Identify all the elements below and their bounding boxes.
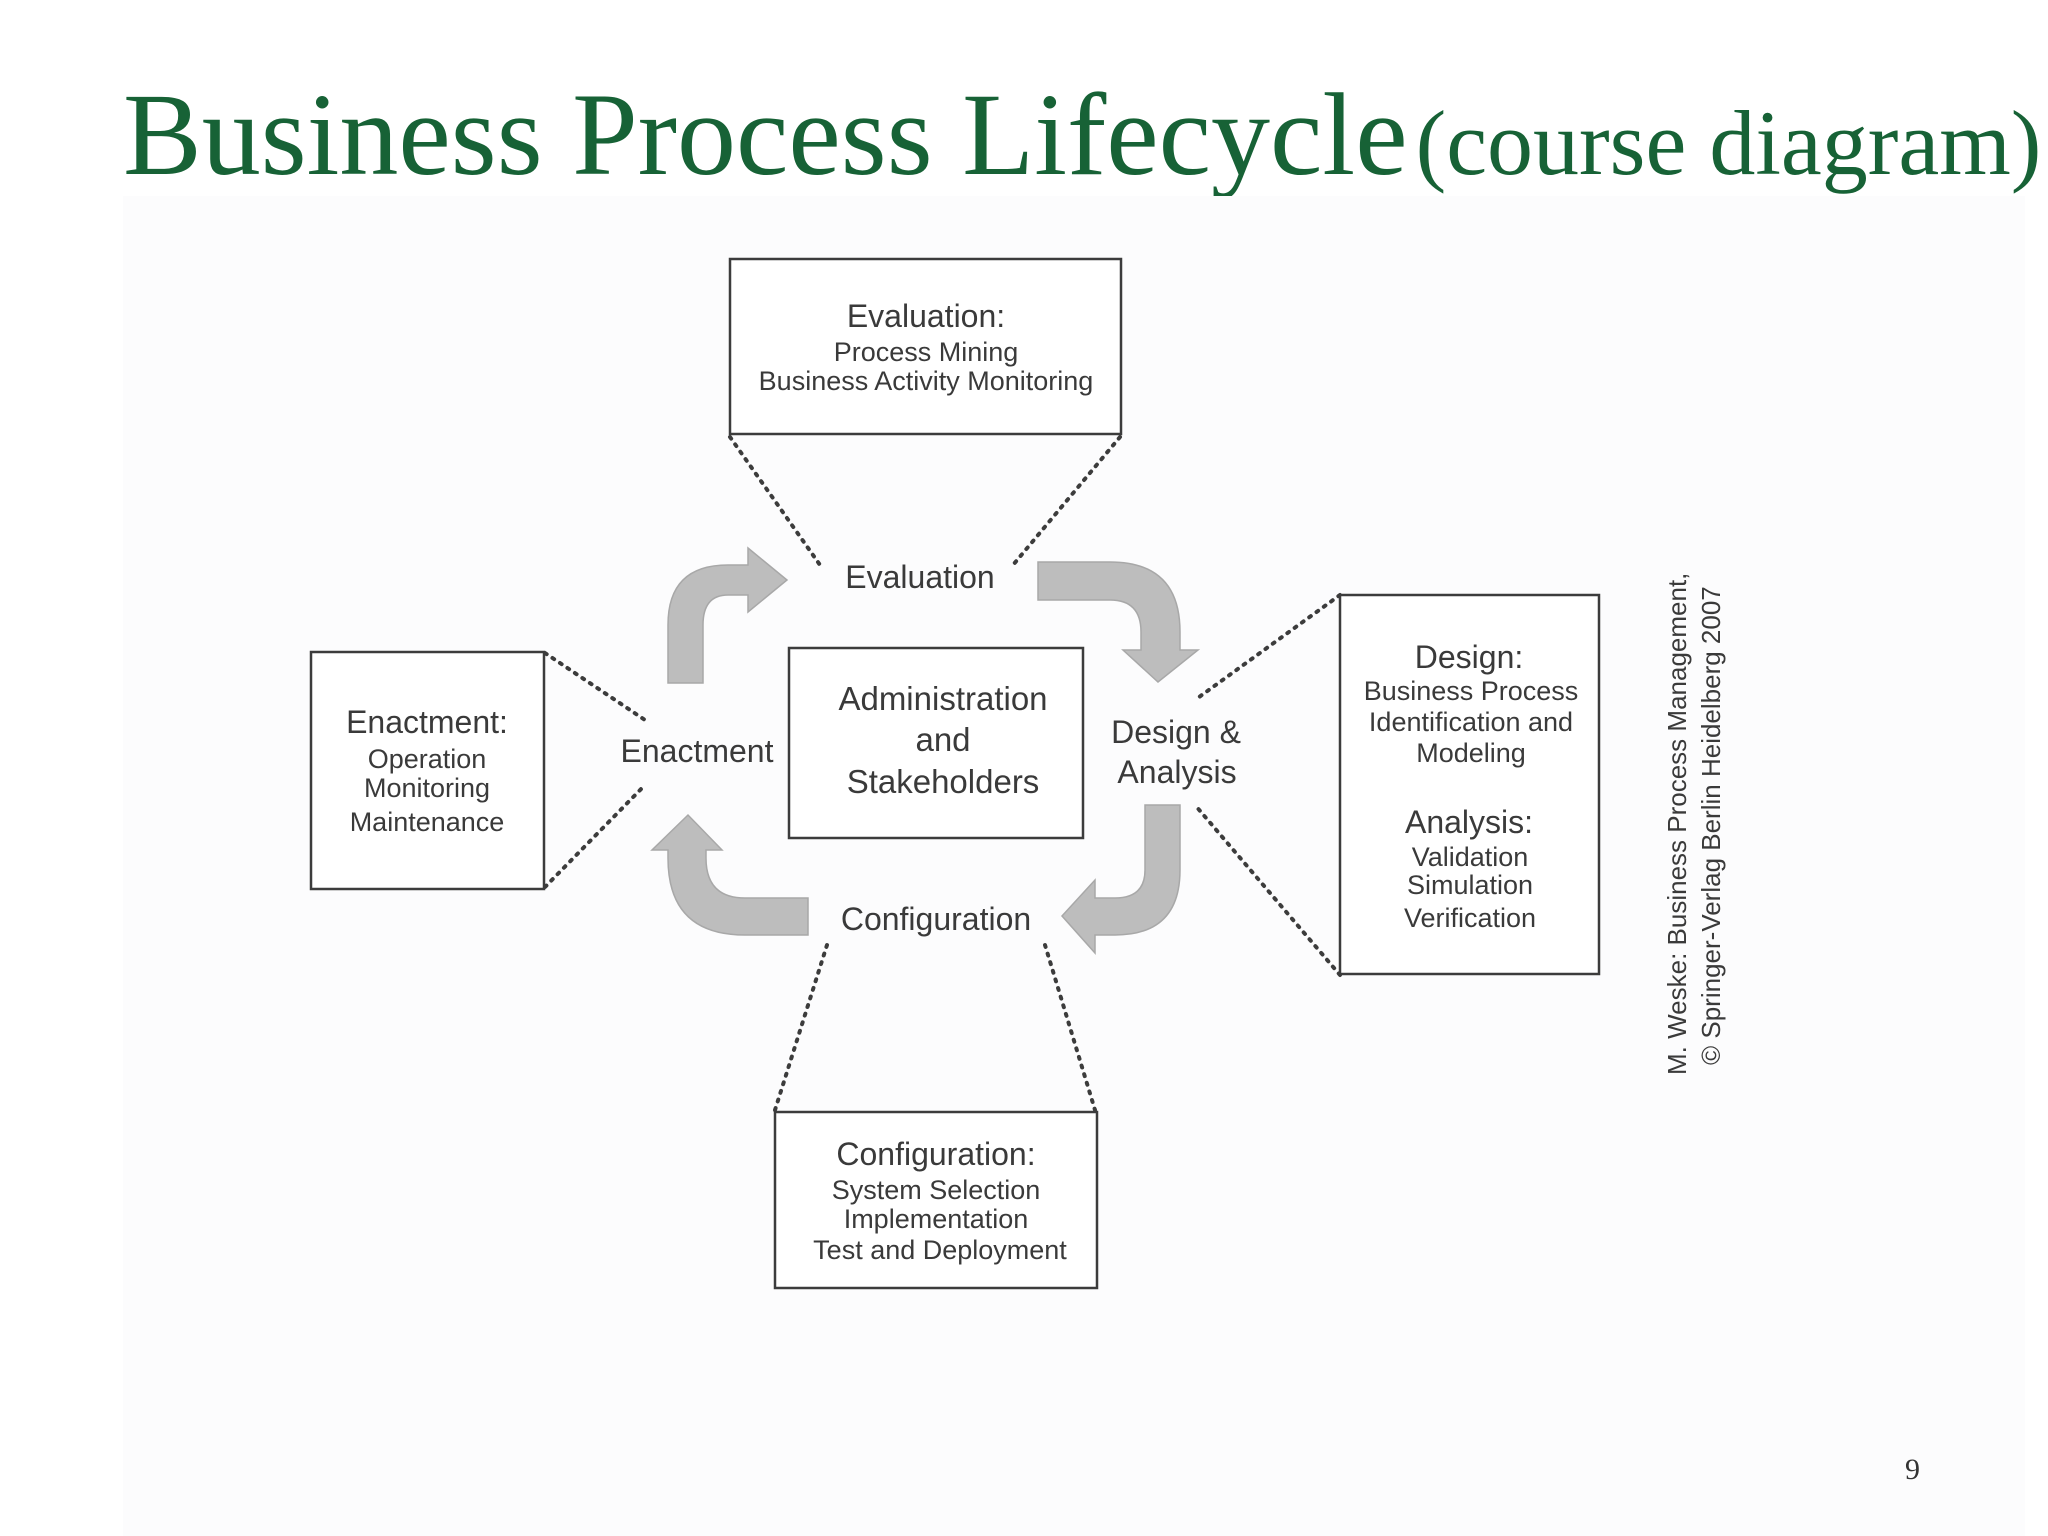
page-number: 9 (1905, 1453, 1920, 1486)
design-box-line-2: Identification and (1369, 707, 1573, 737)
cycle-label-configuration: Configuration (841, 901, 1031, 937)
design-box-line-3: Modeling (1416, 738, 1526, 768)
enactment-box-title: Enactment: (346, 704, 508, 740)
enactment-box-line-2: Monitoring (364, 773, 490, 803)
arrow-configuration-to-enactment (650, 813, 809, 936)
configuration-box-line-3: Test and Deployment (813, 1235, 1067, 1265)
configuration-box-title: Configuration: (836, 1136, 1035, 1172)
cycle-label-evaluation: Evaluation (845, 559, 994, 595)
connector-design-bottom (1193, 803, 1342, 977)
configuration-box-line-1: System Selection (832, 1175, 1041, 1205)
connector-enactment-top (543, 651, 647, 722)
configuration-box (773, 1110, 1099, 1290)
connector-enactment-bottom (543, 783, 647, 889)
connector-configuration-right (1043, 943, 1097, 1112)
design-box-title: Design: (1415, 639, 1524, 675)
credit-note: M. Weske: Business Process Management, ©… (1662, 573, 1726, 1075)
evaluation-box-line-2: Business Activity Monitoring (759, 366, 1094, 396)
configuration-box-line-2: Implementation (844, 1204, 1029, 1234)
enactment-box (309, 650, 546, 891)
analysis-box-line-2: Simulation (1407, 870, 1533, 900)
dotted-connectors (543, 435, 1342, 1112)
design-analysis-box (1338, 593, 1601, 976)
enactment-box-line-3: Maintenance (350, 807, 505, 837)
title-main: Business Process Lifecycle (123, 69, 1408, 200)
cycle-label-design-line-1: Design & (1111, 714, 1241, 750)
evaluation-box (728, 257, 1123, 436)
cycle-arrows (650, 546, 1201, 955)
connector-design-top (1193, 593, 1342, 702)
cycle-label-enactment: Enactment (621, 733, 774, 769)
credit-line-2: © Springer-Verlag Berlin Heidelberg 2007 (1696, 586, 1726, 1065)
connector-evaluation-right (1011, 435, 1122, 567)
center-label-line-1: Administration (838, 680, 1047, 717)
center-label-line-3: Stakeholders (847, 763, 1040, 800)
arrow-design-to-configuration (1060, 804, 1181, 955)
design-box-line-1: Business Process (1364, 676, 1579, 706)
analysis-box-line-3: Verification (1404, 903, 1536, 933)
arrow-enactment-to-evaluation (667, 546, 789, 684)
detail-boxes (309, 257, 1601, 1290)
center-label-line-2: and (915, 721, 970, 758)
evaluation-box-title: Evaluation: (847, 298, 1005, 334)
slide-title: Business Process Lifecycle (course diagr… (123, 69, 2041, 200)
analysis-box-title: Analysis: (1405, 804, 1533, 840)
title-subtitle: (course diagram) (1415, 92, 2042, 194)
enactment-box-line-1: Operation (368, 744, 487, 774)
analysis-box-line-1: Validation (1412, 842, 1529, 872)
evaluation-box-line-1: Process Mining (834, 337, 1019, 367)
cycle-label-design-line-2: Analysis (1117, 754, 1236, 790)
credit-line-1: M. Weske: Business Process Management, (1662, 573, 1692, 1075)
center-box (787, 646, 1085, 840)
connector-evaluation-left (728, 435, 822, 567)
connector-configuration-left (773, 943, 829, 1112)
arrow-evaluation-to-design (1037, 561, 1201, 683)
